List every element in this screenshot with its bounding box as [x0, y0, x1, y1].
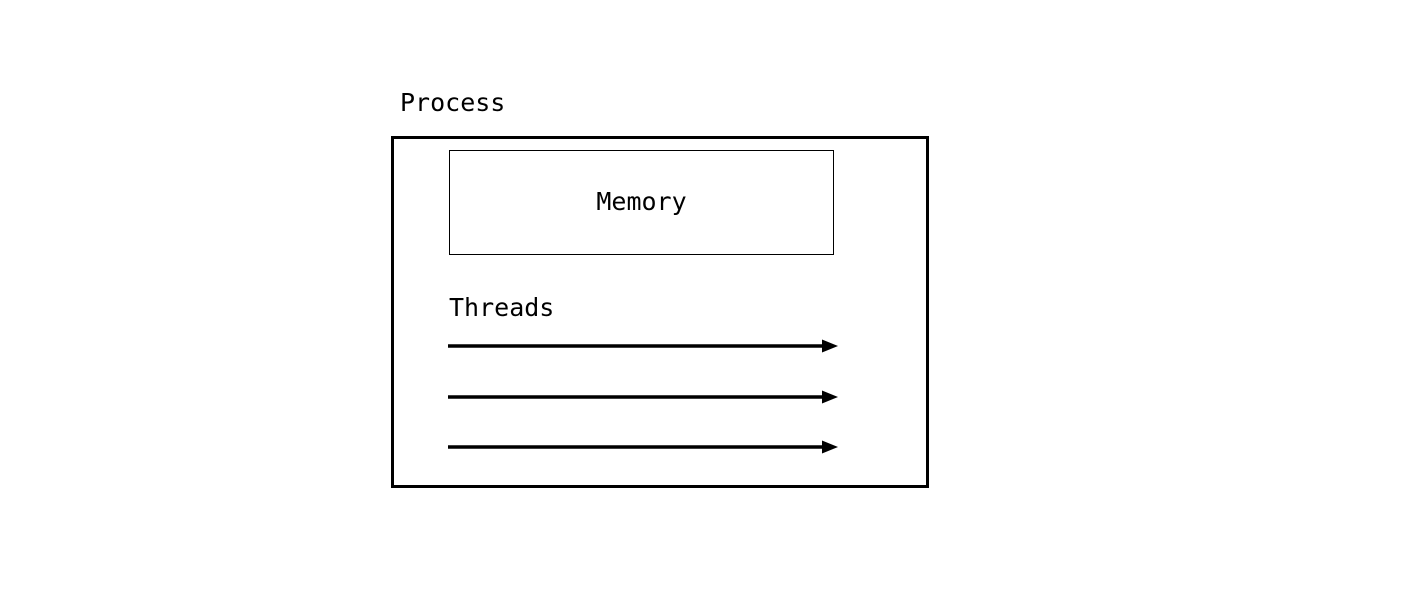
- right-arrow-icon: [448, 390, 838, 404]
- thread-arrow-1: [445, 334, 845, 358]
- memory-box: Memory: [449, 150, 834, 255]
- process-label: Process: [400, 88, 506, 117]
- thread-arrow-3: [445, 435, 845, 459]
- threads-label: Threads: [449, 293, 555, 322]
- memory-label: Memory: [596, 187, 687, 216]
- thread-arrow-2: [445, 385, 845, 409]
- right-arrow-icon: [448, 440, 838, 454]
- right-arrow-icon: [448, 339, 838, 353]
